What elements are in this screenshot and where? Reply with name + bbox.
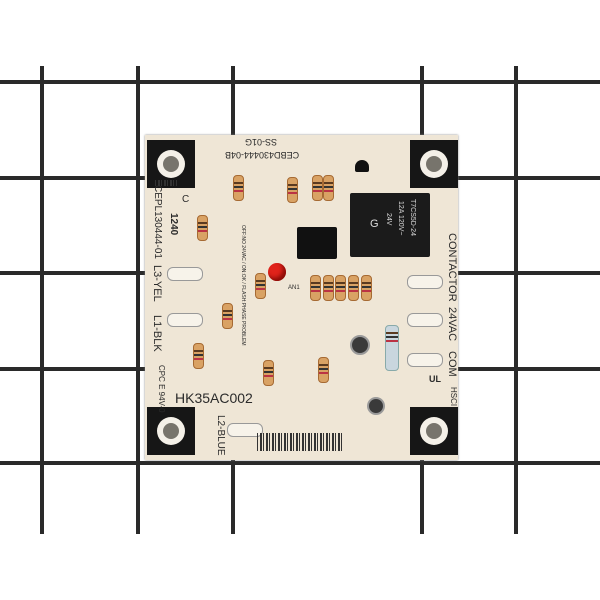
terminal-tab <box>227 423 263 437</box>
grid-line <box>136 66 140 534</box>
resistor <box>361 275 372 301</box>
rating-label: CPC E 94V-0 <box>157 365 166 413</box>
resistor <box>197 215 208 241</box>
resistor <box>222 303 233 329</box>
terminal-tab <box>167 267 203 281</box>
grid-line <box>514 66 518 534</box>
resistor <box>263 360 274 386</box>
circuit-board: CEBD430444-04B SS-01G CEPL130444-01 1240… <box>145 135 458 460</box>
relay-rating: 12A 120V~ <box>397 201 404 236</box>
hsci-label: HSCI <box>449 387 458 407</box>
revision-top: SS-01G <box>245 137 278 147</box>
led-label: AN1 <box>288 285 300 291</box>
letter-mark: C <box>182 194 190 205</box>
contactor-label: CONTACTOR <box>446 233 458 302</box>
terminal-tab <box>167 313 203 327</box>
part-number-left: CEPL130444-01 <box>152 185 163 259</box>
ic-chip <box>297 227 337 259</box>
mounting-hole <box>410 140 458 188</box>
barcode <box>257 433 342 451</box>
resistor <box>335 275 346 301</box>
resistor <box>312 175 323 201</box>
model-label: HK35AC002 <box>175 390 253 406</box>
l2-label: L2-BLUE <box>215 415 226 456</box>
transistor <box>355 160 369 172</box>
resistor <box>318 357 329 383</box>
resistor <box>193 343 204 369</box>
relay-brand: G <box>370 218 379 230</box>
grid-line <box>0 461 600 465</box>
com-label: COM <box>446 351 458 377</box>
resistor <box>233 175 244 201</box>
led-note: OFF:NO 24VAC / ON:OK / FLASH:PHASE PROBL… <box>240 225 246 346</box>
part-number-top: CEBD430444-04B <box>225 150 300 160</box>
terminal-tab <box>407 275 443 289</box>
resistor <box>348 275 359 301</box>
resistor <box>323 275 334 301</box>
ul-mark: UL <box>429 374 441 384</box>
date-code: 1240 <box>168 213 179 236</box>
status-led <box>268 263 286 281</box>
resistor <box>287 177 298 203</box>
terminal-tab <box>407 353 443 367</box>
24vac-label: 24VAC <box>446 307 458 342</box>
grid-line <box>0 80 600 84</box>
mounting-hole <box>147 407 195 455</box>
capacitor <box>367 397 385 415</box>
power-resistor <box>385 325 399 371</box>
grid-line <box>40 66 44 534</box>
relay-model: T7CS5D-24 <box>409 199 416 236</box>
resistor <box>323 175 334 201</box>
capacitor <box>350 335 370 355</box>
l1-label: L1-BLK <box>151 315 163 352</box>
barcode <box>155 180 177 186</box>
resistor <box>255 273 266 299</box>
relay: T7CS5D-24 12A 120V~ 24V G <box>350 193 430 257</box>
relay-coil: 24V <box>385 213 392 226</box>
terminal-tab <box>407 313 443 327</box>
l3-label: L3-YEL <box>151 265 163 302</box>
mounting-hole <box>410 407 458 455</box>
resistor <box>310 275 321 301</box>
